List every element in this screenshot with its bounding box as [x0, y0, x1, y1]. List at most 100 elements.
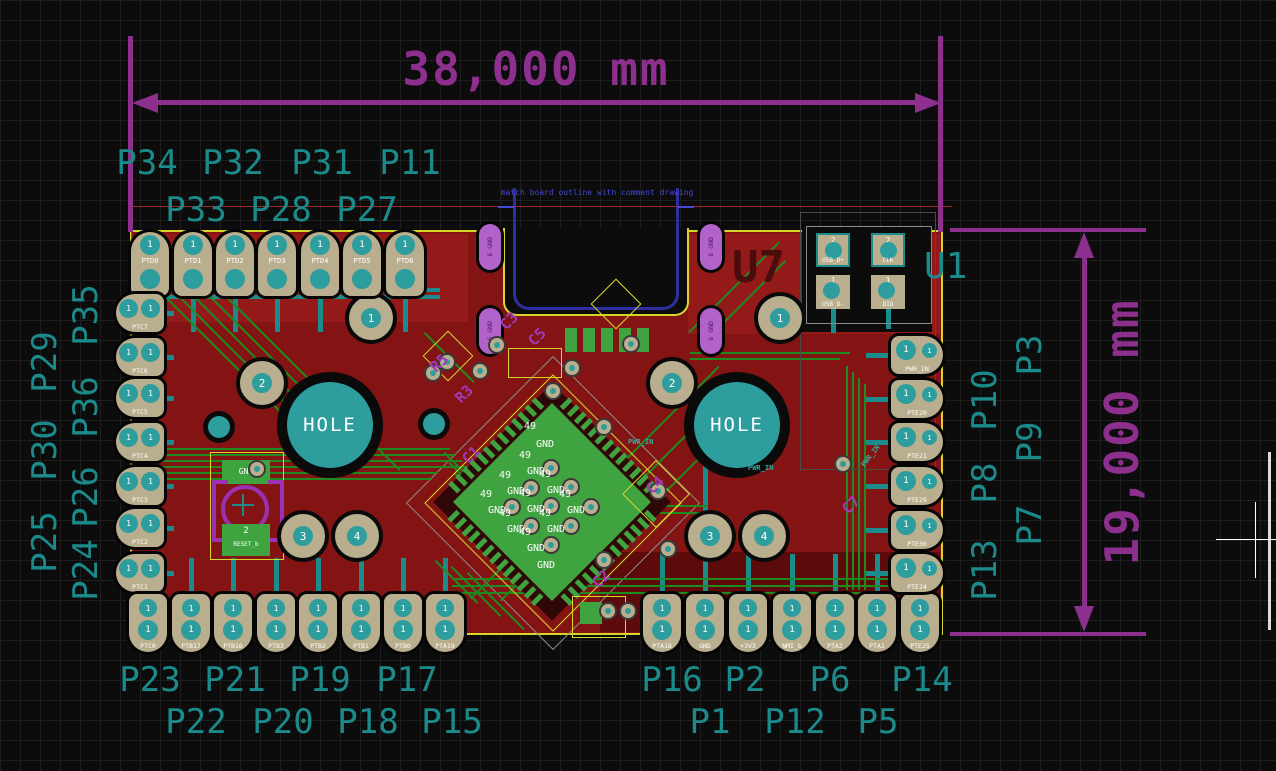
via[interactable]	[584, 500, 598, 514]
via[interactable]	[524, 519, 538, 533]
usb-shield-pad[interactable]: 6 GND	[700, 308, 722, 354]
pin-label-P28[interactable]: P28	[250, 190, 312, 230]
ref-u1[interactable]: U1	[924, 246, 968, 287]
pin-label-P9[interactable]: P9	[1010, 421, 1050, 463]
mount-pad[interactable]: 1	[758, 296, 802, 340]
usb-connector-outline[interactable]	[513, 188, 679, 310]
component-outline[interactable]	[508, 348, 562, 378]
pin-label-P8[interactable]: P8	[965, 462, 1005, 504]
dim-height-label[interactable]: 19,000 mm	[1095, 298, 1149, 566]
via[interactable]	[544, 538, 558, 552]
mounting-hole[interactable]: HOLE	[287, 382, 373, 468]
mount-pad[interactable]: 4	[335, 514, 379, 558]
pin-label-P1[interactable]: P1	[689, 702, 731, 742]
pin-label-P26[interactable]: P26	[66, 466, 106, 528]
usb-pin-pad[interactable]	[565, 328, 577, 352]
pin-label-P21[interactable]: P21	[204, 660, 266, 700]
via[interactable]	[490, 338, 504, 352]
via[interactable]	[565, 361, 579, 375]
pin-label-P27[interactable]: P27	[336, 190, 398, 230]
mount-pad[interactable]: 3	[281, 514, 325, 558]
pin-label-P10[interactable]: P10	[965, 369, 1005, 431]
usb-pin-pad[interactable]	[583, 328, 595, 352]
pin-label-P33[interactable]: P33	[165, 190, 227, 230]
dim-width-label[interactable]: 38,000 mm	[402, 42, 670, 96]
via[interactable]	[564, 480, 578, 494]
usb-shield-pad[interactable]: 6 GND	[700, 224, 722, 270]
pin-label-P3[interactable]: P3	[1010, 334, 1050, 376]
via[interactable]	[505, 500, 519, 514]
via[interactable]	[601, 604, 615, 618]
mounting-hole[interactable]: HOLE	[694, 382, 780, 468]
usb-pin-pad[interactable]	[637, 328, 649, 352]
pin-label-P6[interactable]: P6	[809, 660, 851, 700]
pin-label-P35[interactable]: P35	[66, 284, 106, 346]
teal-via[interactable]	[208, 416, 230, 438]
via[interactable]	[624, 337, 638, 351]
pin-label-P16[interactable]: P16	[641, 660, 703, 700]
via[interactable]	[661, 542, 675, 556]
pin-label-P2[interactable]: P2	[724, 660, 766, 700]
mount-pad[interactable]: 2	[240, 361, 284, 405]
via[interactable]	[621, 604, 635, 618]
pin-label-P25[interactable]: P25	[25, 511, 65, 573]
via[interactable]	[426, 366, 440, 380]
via[interactable]	[546, 384, 560, 398]
pin-label-P29[interactable]: P29	[25, 331, 65, 393]
usb-pin-pad[interactable]	[601, 328, 613, 352]
via[interactable]	[836, 457, 850, 471]
pin-label-P19[interactable]: P19	[289, 660, 351, 700]
pin-label-P34[interactable]: P34	[116, 143, 178, 183]
pin-label-P18[interactable]: P18	[337, 702, 399, 742]
pin-label-P36[interactable]: P36	[66, 376, 106, 438]
pin-label-P31[interactable]: P31	[291, 143, 353, 183]
usb-shield-pad[interactable]: 6 GND	[479, 224, 501, 270]
via[interactable]	[597, 553, 611, 567]
pin-label-P24[interactable]: P24	[66, 539, 106, 601]
dim-height-line[interactable]	[1082, 240, 1087, 624]
via[interactable]	[524, 481, 538, 495]
via[interactable]	[544, 499, 558, 513]
pin-label-P22[interactable]: P22	[165, 702, 227, 742]
pin-label-P5[interactable]: P5	[857, 702, 899, 742]
component-pad[interactable]	[580, 602, 602, 624]
mount-pad[interactable]: 4	[742, 514, 786, 558]
pin-label-P14[interactable]: P14	[891, 660, 953, 700]
pin-label-P15[interactable]: P15	[421, 702, 483, 742]
via[interactable]	[544, 461, 558, 475]
via[interactable]	[564, 519, 578, 533]
